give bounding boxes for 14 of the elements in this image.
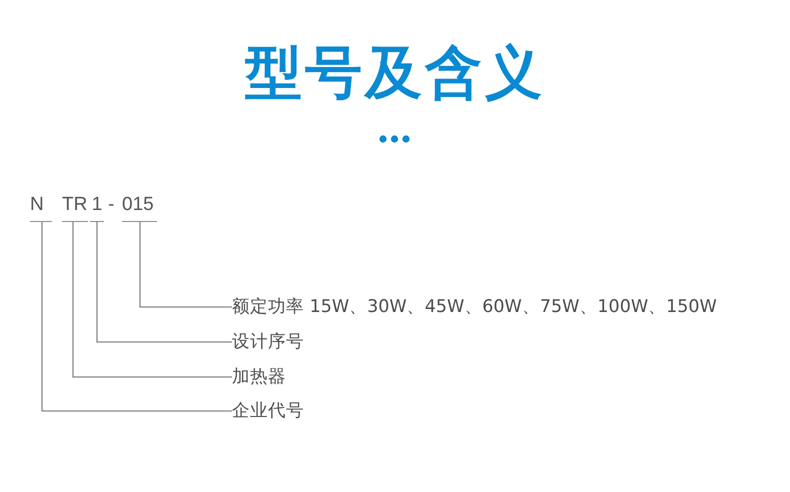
model-code-segment: 015 [122, 194, 157, 222]
leader-line [139, 222, 232, 308]
leader-line [96, 222, 232, 343]
leader-line [72, 222, 232, 378]
code-meaning-text: 加热器 [232, 365, 286, 389]
code-meaning-text: 额定功率 15W、30W、45W、60W、75W、100W、150W [232, 295, 717, 319]
code-meaning-text: 企业代号 [232, 399, 304, 423]
page-title: 型号及含义 [245, 44, 545, 104]
model-code-segment: N [30, 194, 52, 222]
leader-line [41, 222, 232, 412]
code-meaning-text: 设计序号 [232, 330, 304, 354]
separator-text: - [108, 194, 114, 216]
model-code-segment: TR [62, 194, 88, 222]
model-code-segment: 1 [90, 194, 104, 222]
